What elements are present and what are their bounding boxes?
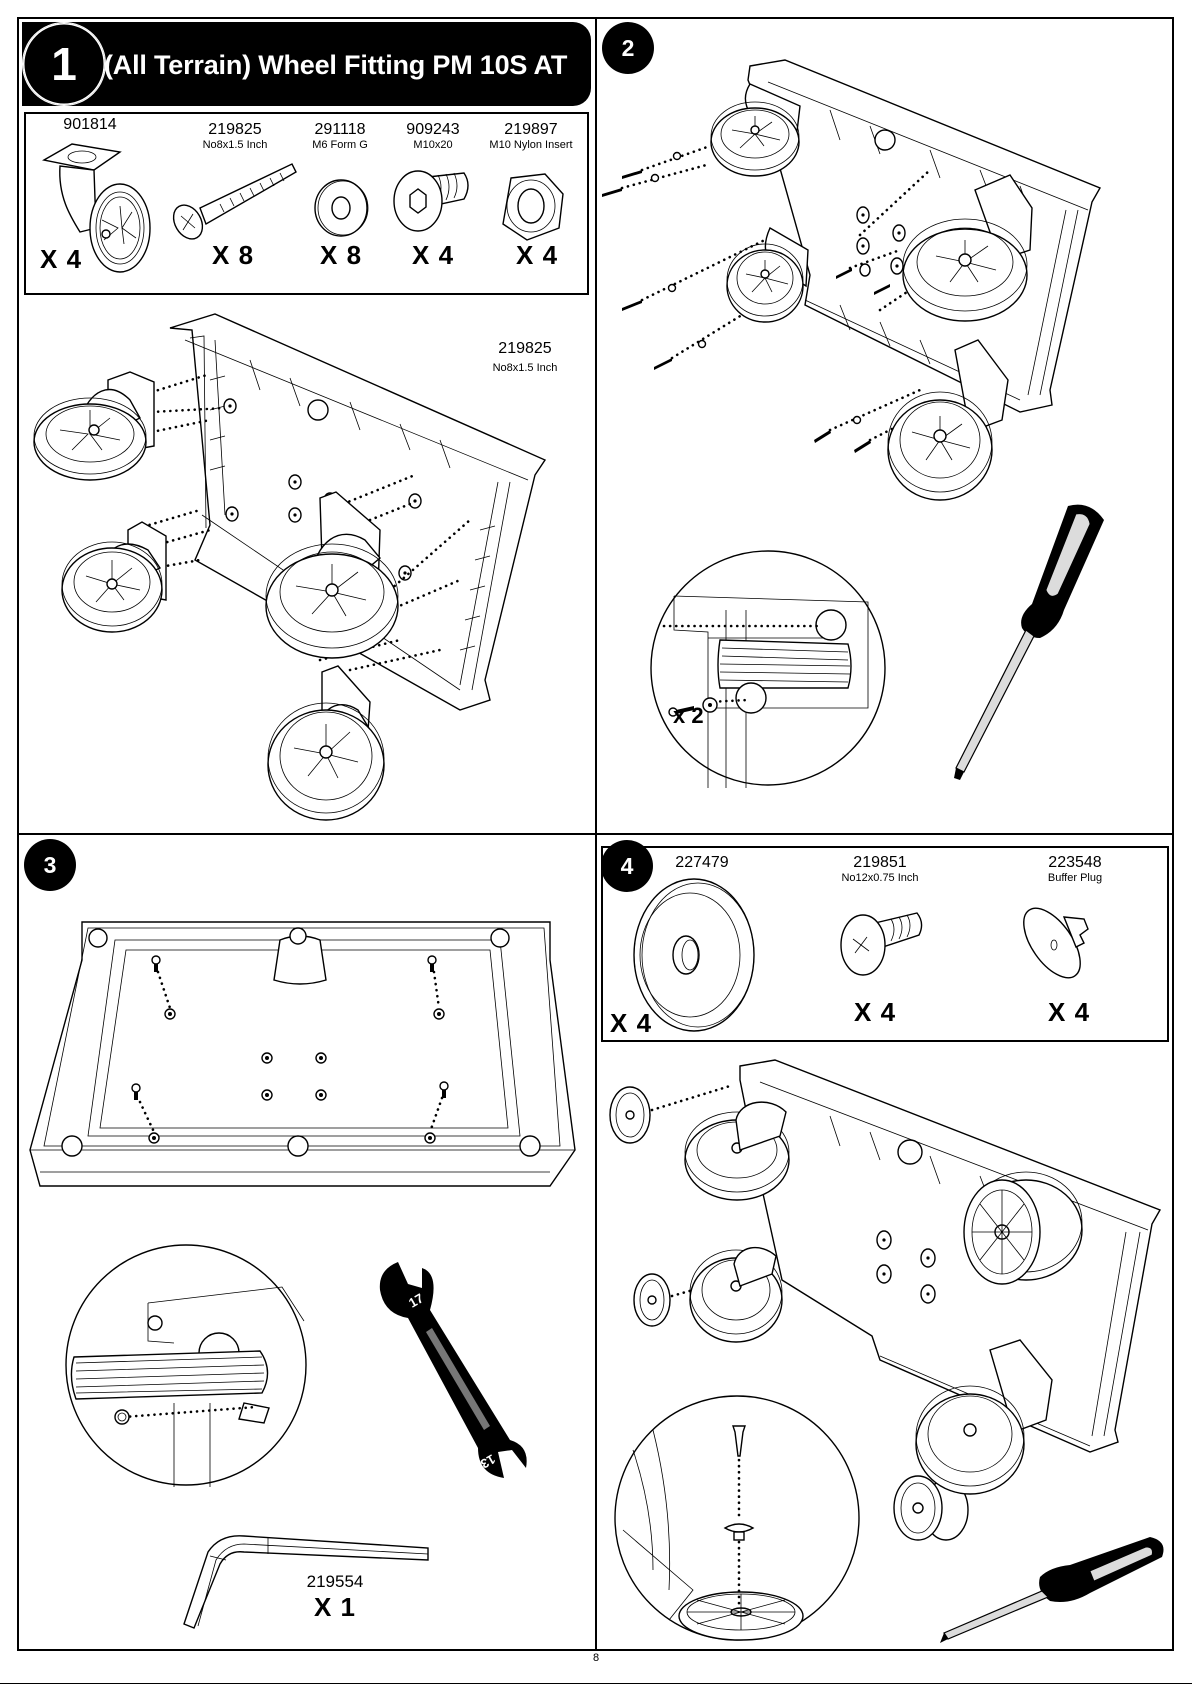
hub-cap	[894, 1476, 942, 1540]
buffer-plug-icon	[1018, 895, 1118, 985]
part-desc: M10x20	[383, 139, 483, 152]
part-qty: X 4	[1048, 997, 1090, 1028]
part-code: 901814	[50, 116, 130, 134]
hex-socket-bolt-icon	[388, 165, 478, 245]
page-bottom-rule	[0, 1683, 1192, 1684]
part-219825: 219825 No8x1.5 Inch	[180, 121, 290, 152]
row-divider	[17, 833, 1174, 835]
nylon-lock-nut-icon	[497, 170, 567, 245]
part-219897: 219897 M10 Nylon Insert	[476, 121, 586, 152]
part-qty: X 4	[412, 240, 454, 271]
part-227479: 227479	[662, 854, 742, 872]
part-qty: X 4	[40, 244, 82, 275]
part-code: 219851	[820, 854, 940, 872]
part-code: 219825	[180, 121, 290, 139]
part-qty: X 4	[610, 1008, 652, 1039]
part-qty: X 4	[516, 240, 558, 271]
screwdriver-icon	[940, 1535, 1170, 1645]
part-desc: No8x1.5 Inch	[180, 139, 290, 152]
step-4-detail-magnifier	[613, 1390, 863, 1650]
part-desc: No12x0.75 Inch	[820, 872, 940, 885]
part-desc: Buffer Plug	[1020, 872, 1130, 885]
screwdriver-icon	[940, 490, 1120, 790]
step-2-detail-magnifier	[648, 548, 888, 788]
step-1-assembly-illustration	[20, 300, 580, 820]
step-3-assembly-illustration	[30, 910, 580, 1200]
part-909243: 909243 M10x20	[383, 121, 483, 152]
phillips-screw-icon	[170, 160, 300, 250]
part-219851: 219851 No12x0.75 Inch	[820, 854, 940, 885]
castor-wheel	[690, 1248, 782, 1342]
allen-key-code: 219554	[280, 1572, 390, 1592]
part-qty: X 8	[320, 240, 362, 271]
part-qty: X 8	[212, 240, 254, 271]
part-code: 909243	[383, 121, 483, 139]
allen-key-label: 219554 X 1	[280, 1572, 390, 1623]
castor-wheel	[685, 1102, 789, 1200]
allen-key-qty: X 1	[280, 1592, 390, 1623]
castor-wheel	[34, 372, 154, 480]
step-2-assembly-illustration	[600, 60, 1180, 520]
spanner-icon: 17 13	[360, 1240, 540, 1490]
step-3-badge: 3	[24, 839, 76, 891]
part-qty: X 4	[854, 997, 896, 1028]
part-901814: 901814	[50, 116, 130, 134]
part-291118: 291118 M6 Form G	[290, 121, 390, 152]
part-code: 227479	[662, 854, 742, 872]
castor-wheel	[727, 228, 808, 322]
castor-wheel	[62, 522, 166, 632]
part-code: 219897	[476, 121, 586, 139]
detail-quantity: x 2	[673, 703, 704, 729]
step-3-detail-magnifier	[64, 1243, 308, 1487]
part-desc: M6 Form G	[290, 139, 390, 152]
part-desc: M10 Nylon Insert	[476, 139, 586, 152]
part-code: 291118	[290, 121, 390, 139]
part-code: 223548	[1020, 854, 1130, 872]
part-223548: 223548 Buffer Plug	[1020, 854, 1130, 885]
castor-wheel	[268, 666, 384, 820]
step-1-title: (All Terrain) Wheel Fitting PM 10S AT	[104, 50, 567, 81]
pan-head-screw-icon	[835, 905, 935, 985]
flat-washer-icon	[308, 178, 378, 238]
step-1-badge: 1	[22, 22, 106, 106]
page-number: 8	[0, 1652, 1192, 1664]
